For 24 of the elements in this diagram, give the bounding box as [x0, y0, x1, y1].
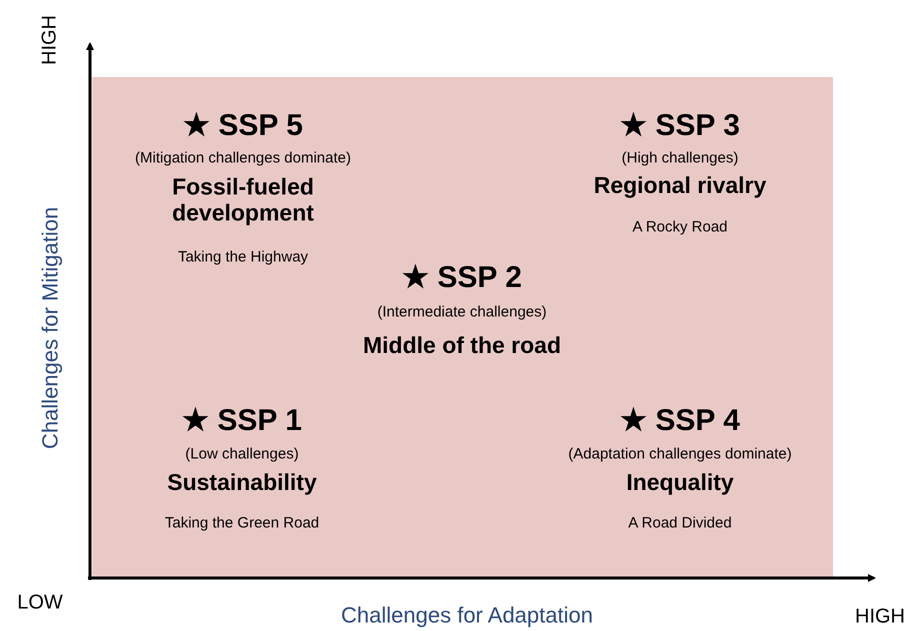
- challenge-level: (Mitigation challenges dominate): [135, 149, 351, 167]
- scenario-name: Sustainability: [167, 468, 317, 496]
- challenge-level: (Low challenges): [185, 445, 299, 463]
- challenge-level: (High challenges): [622, 149, 738, 167]
- axis-title: Challenges for Adaptation: [341, 602, 593, 628]
- scenario-tagline: A Road Divided: [628, 514, 732, 532]
- scenario-number: ★ SSP 4: [620, 404, 740, 438]
- scenario-name: Inequality: [626, 468, 734, 496]
- scenario-number: ★ SSP 2: [402, 260, 522, 296]
- axis-end-label: LOW: [17, 592, 63, 614]
- scenario-number: ★ SSP 5: [183, 108, 303, 144]
- axis-end-label: HIGH: [38, 15, 62, 65]
- scenario-number: ★ SSP 3: [620, 108, 740, 144]
- challenge-level: (Adaptation challenges dominate): [568, 445, 792, 463]
- challenge-level: (Intermediate challenges): [377, 303, 547, 321]
- scenario-name: Middle of the road: [362, 332, 562, 358]
- axis-title: Challenges for Mitigation: [37, 206, 63, 450]
- scenario-name: Fossil-fueled development: [171, 174, 315, 226]
- scenario-name: Regional rivalry: [594, 172, 766, 198]
- scenario-tagline: A Rocky Road: [632, 218, 728, 236]
- scenario-tagline: Taking the Highway: [178, 248, 308, 266]
- scenario-tagline: Taking the Green Road: [164, 514, 320, 532]
- axis-end-label: HIGH: [855, 606, 905, 628]
- scenario-number: ★ SSP 1: [182, 404, 302, 438]
